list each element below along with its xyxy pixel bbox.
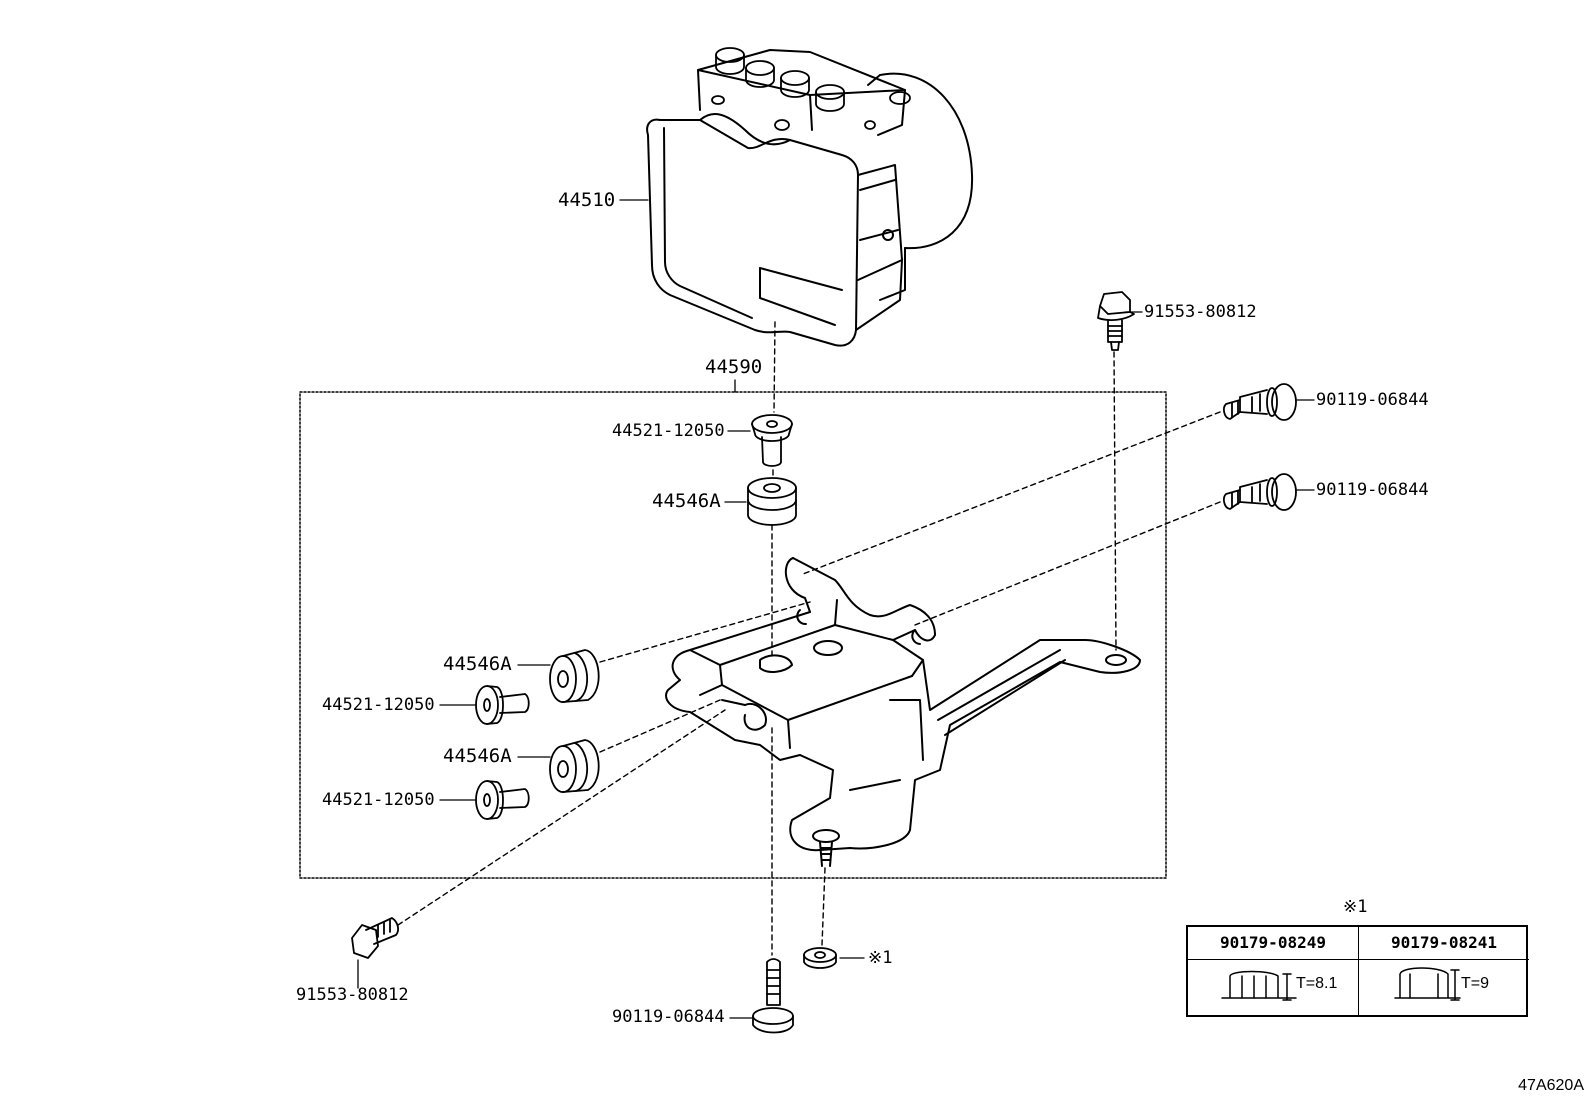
collar-left-2-illustration (475, 780, 530, 820)
cushion-left-1-illustration (549, 649, 600, 703)
bracket-assembly-box (299, 391, 1167, 879)
table-header-part-1: 90179-08249 (1188, 927, 1358, 960)
nut-thickness-table: 90179-08249 90179-08241 T=8.1 T=9 (1186, 925, 1529, 1017)
collar-top-illustration (751, 414, 793, 467)
label-44590: 44590 (705, 356, 763, 378)
label-44510: 44510 (558, 189, 616, 211)
cushion-top-illustration (747, 477, 797, 526)
table-cell-2: T=9 (1358, 959, 1529, 1015)
thickness-1: T=8.1 (1296, 975, 1338, 992)
bolt-bottom-illustration (752, 958, 794, 1034)
label-bolt-bottom-left: 91553-80812 (296, 985, 409, 1005)
cushion-left-2-illustration (549, 739, 600, 793)
label-collar-top: 44521-12050 (612, 421, 725, 441)
bolt-right-2-illustration (1223, 473, 1297, 511)
thickness-2: T=9 (1461, 975, 1490, 992)
bracket-illustration (665, 557, 1141, 867)
bolt-bottom-left-illustration (351, 917, 399, 959)
bolt-right-1-illustration (1223, 383, 1297, 421)
bolt-top-right-illustration (1097, 291, 1135, 351)
table-mark: ※1 (1343, 897, 1368, 917)
table-header-part-2: 90179-08241 (1358, 927, 1529, 960)
leader-lines (357, 199, 1315, 1019)
table-cell-1: T=8.1 (1188, 959, 1358, 1015)
abs-actuator-illustration (646, 47, 974, 347)
illustration-code: 47A620A (1518, 1077, 1584, 1094)
assembly-lines (397, 321, 1221, 956)
label-nut-note: ※1 (868, 948, 893, 968)
collar-left-1-illustration (475, 685, 530, 725)
label-cushion-left-2: 44546A (443, 745, 512, 767)
label-bolt-right-1: 90119-06844 (1316, 390, 1429, 410)
label-cushion-left-1: 44546A (443, 653, 512, 675)
table-nut-icons (1221, 967, 1461, 1001)
label-cushion-top: 44546A (652, 490, 721, 512)
flange-nut-illustration (803, 947, 837, 969)
label-collar-left-2: 44521-12050 (322, 790, 435, 810)
label-bolt-right-2: 90119-06844 (1316, 480, 1429, 500)
label-bolt-top: 91553-80812 (1144, 302, 1257, 322)
label-collar-left-1: 44521-12050 (322, 695, 435, 715)
label-bolt-bottom: 90119-06844 (612, 1007, 725, 1027)
